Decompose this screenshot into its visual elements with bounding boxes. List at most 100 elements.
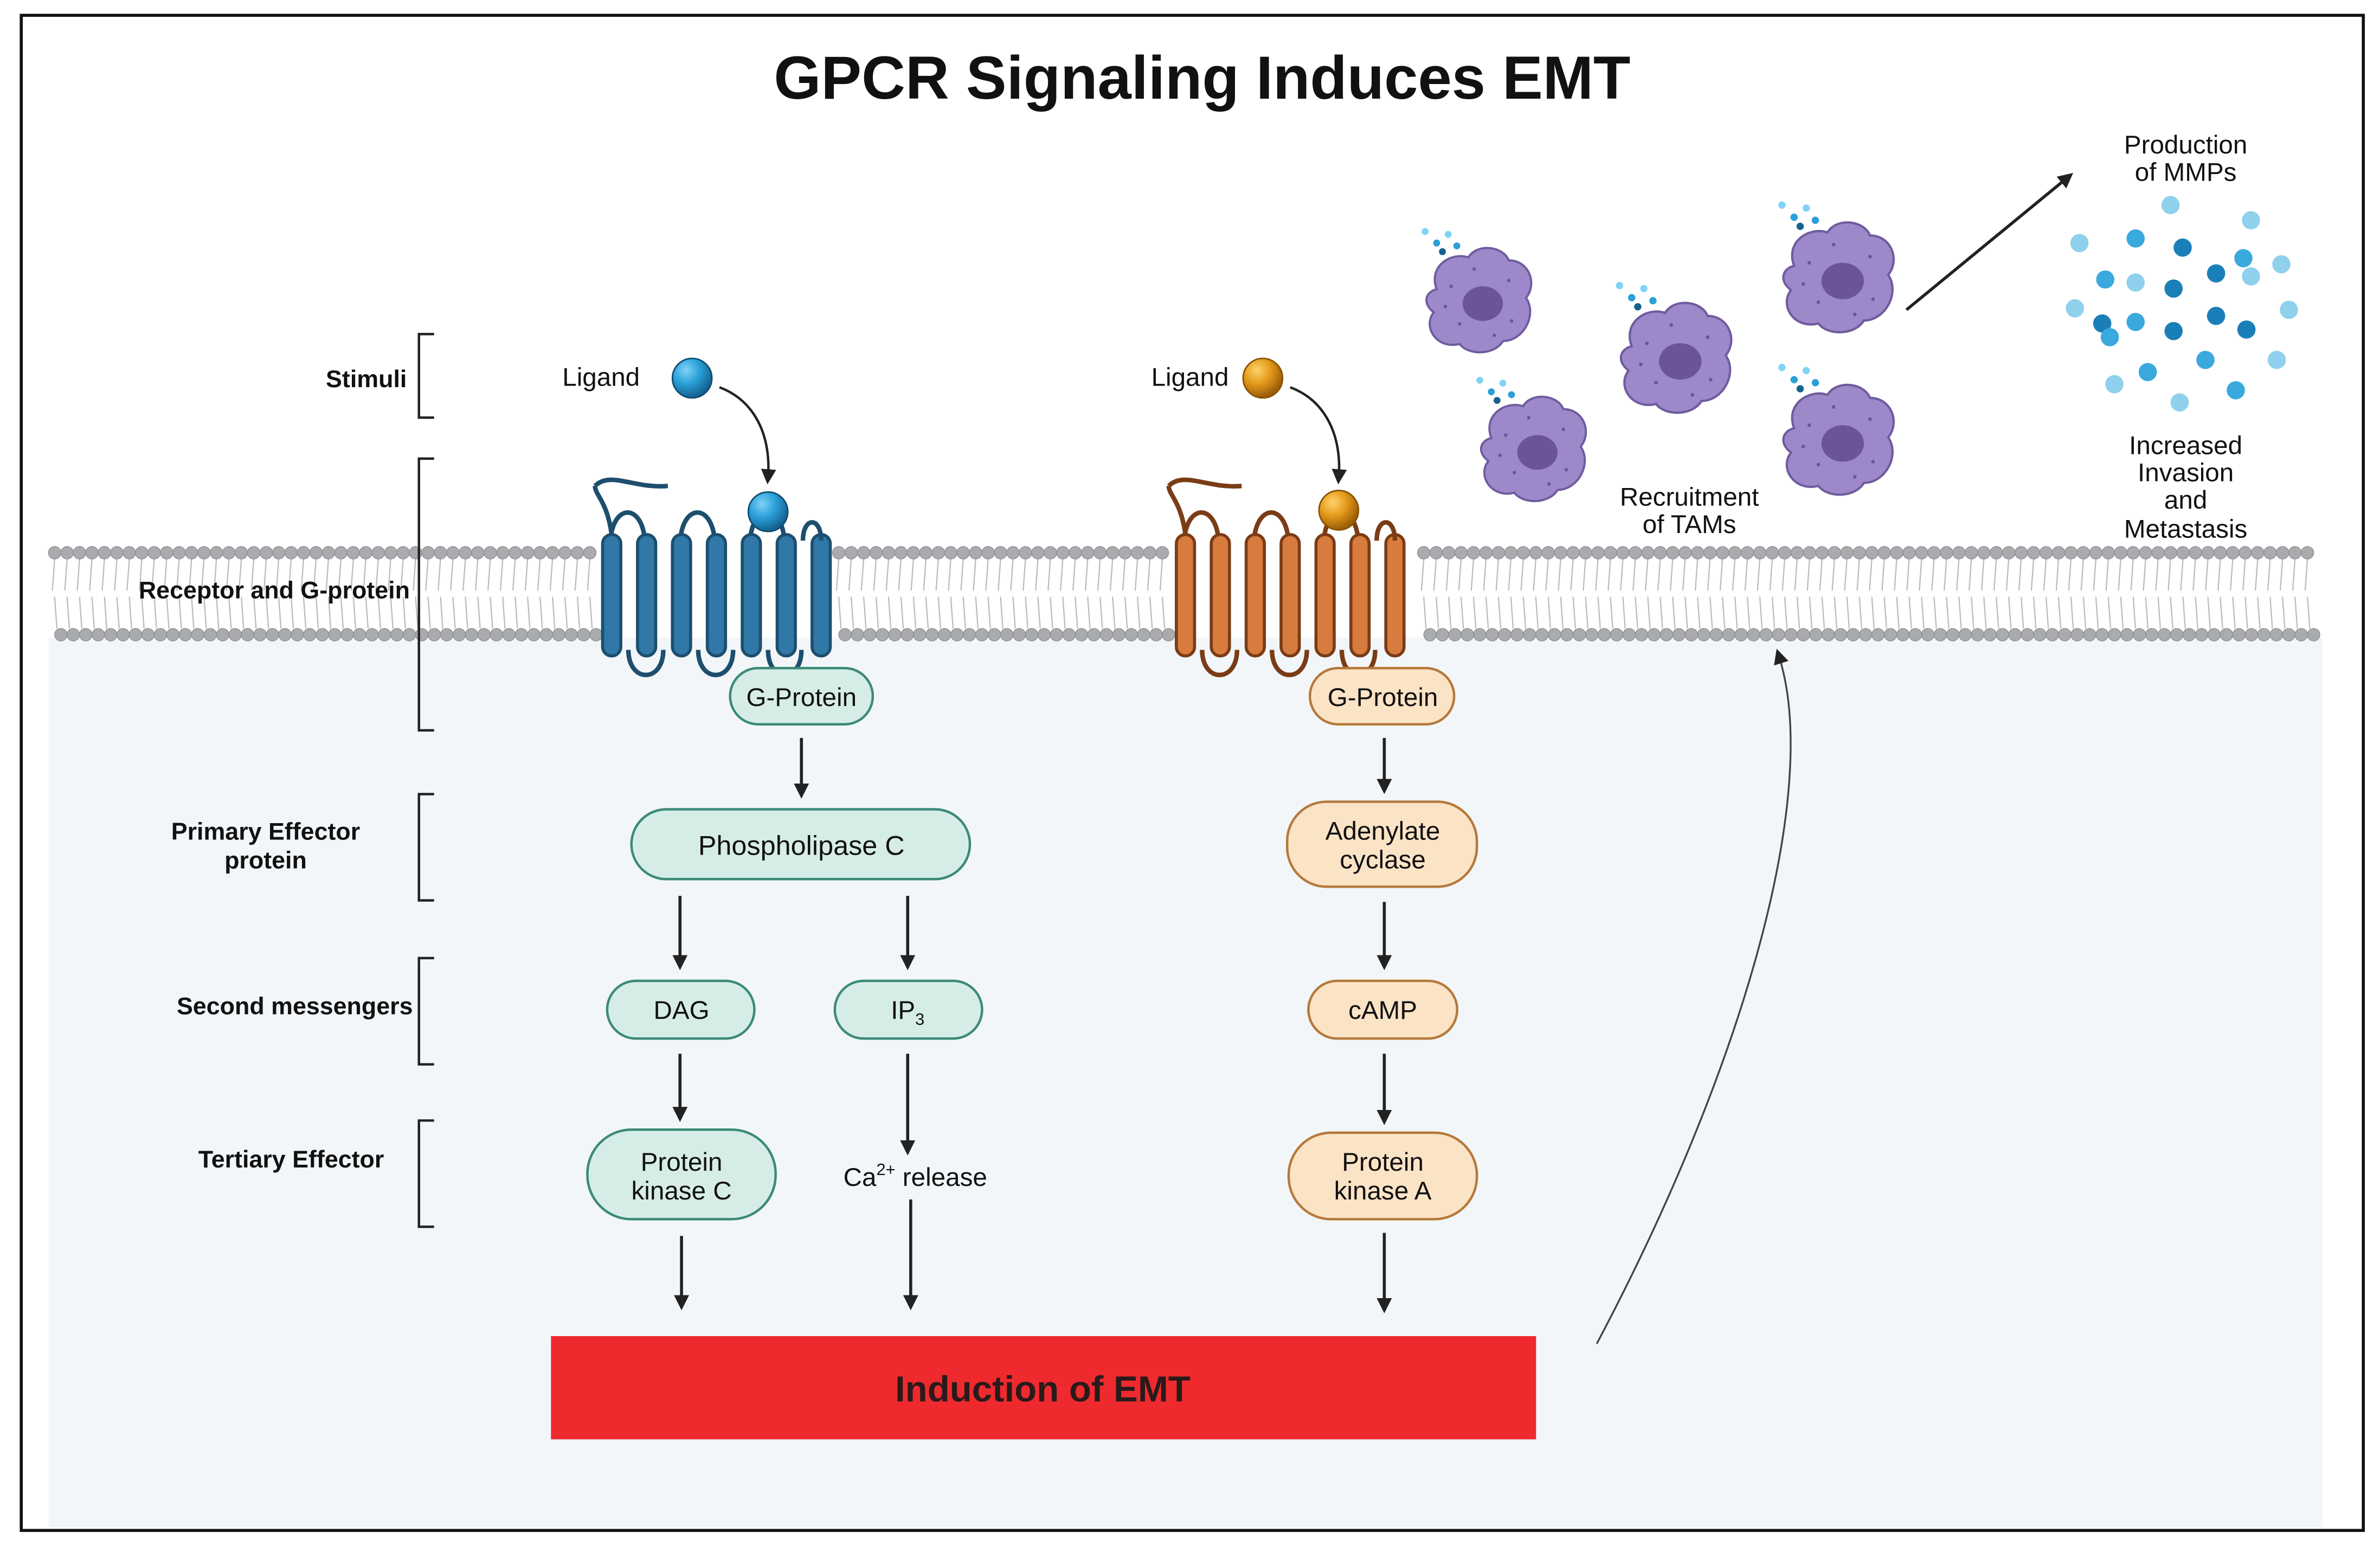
lipid-head — [539, 628, 553, 641]
lipid-tail — [263, 559, 267, 591]
lipid-tail — [973, 559, 976, 591]
lipid-tail — [153, 596, 157, 629]
lipid-tail — [1597, 596, 1601, 629]
lipid-tail — [537, 559, 541, 591]
mmp-particles — [2066, 196, 2298, 412]
lipid-tail — [76, 559, 80, 591]
secreted-particle — [1453, 242, 1461, 249]
lipid-head — [67, 628, 80, 641]
lipid-tail — [139, 559, 143, 591]
lipid-tail — [1124, 596, 1128, 629]
row-label-primary-line2: protein — [224, 847, 307, 874]
left-tm-helix-1 — [601, 532, 622, 658]
lipid-tail — [413, 559, 416, 591]
left-tm-helix-2 — [636, 532, 658, 658]
lipid-tail — [1784, 596, 1788, 629]
lipid-head — [1940, 546, 1953, 560]
lipid-tail — [2304, 559, 2308, 591]
lipid-head — [1093, 546, 1107, 560]
lipid-head — [589, 628, 603, 641]
lipid-tail — [327, 596, 332, 629]
macrophage-granule — [1493, 333, 1496, 337]
lipid-tail — [860, 559, 865, 591]
mmp-particle — [2234, 249, 2253, 267]
bracket-primary — [417, 793, 434, 902]
lipid-head — [2120, 628, 2134, 641]
lipid-head — [123, 546, 136, 560]
lipid-head — [2139, 546, 2152, 560]
lipid-tail — [514, 596, 518, 629]
lipid-tail — [2080, 559, 2085, 591]
lipid-tail — [2155, 559, 2159, 591]
macrophage-granule — [1871, 459, 1875, 464]
macrophage-granule — [1449, 284, 1453, 288]
calcium-release-text: release — [896, 1163, 987, 1192]
lipid-head — [2151, 546, 2165, 560]
lipid-head — [1629, 546, 1642, 560]
lipid-tail — [1620, 559, 1624, 591]
lipid-tail — [1956, 559, 1960, 591]
macrophage-granule — [1871, 297, 1875, 301]
lipid-head — [1087, 628, 1101, 641]
secreted-particle — [1433, 239, 1440, 247]
lipid-tail — [1894, 559, 1897, 591]
macrophage-granule — [1852, 312, 1857, 317]
lipid-tail — [1834, 596, 1838, 629]
lipid-head — [48, 546, 61, 560]
lipid-tail — [1996, 596, 1999, 629]
lipid-head — [1473, 628, 1487, 641]
lipid-tail — [539, 596, 543, 629]
lipid-tail — [375, 559, 379, 591]
lipid-head — [2201, 546, 2215, 560]
lipid-head — [1081, 546, 1095, 560]
lipid-tail — [213, 559, 217, 591]
lipid-tail — [116, 596, 120, 629]
lipid-head — [2239, 546, 2252, 560]
lipid-tail — [440, 596, 443, 629]
lipid-head — [253, 628, 267, 641]
lipid-head — [2064, 546, 2078, 560]
lipid-head — [913, 628, 927, 641]
lipid-tail — [1025, 596, 1028, 629]
lipid-head — [1734, 628, 1748, 641]
mmp-particle — [2126, 273, 2145, 292]
lipid-tail — [1547, 596, 1552, 629]
lipid-tail — [1672, 596, 1676, 629]
lipid-head — [104, 628, 118, 641]
lipid-tail — [551, 596, 556, 629]
lipid-head — [1753, 546, 1767, 560]
right-receptor-tail — [1167, 477, 1242, 489]
lipid-tail — [2307, 596, 2311, 629]
lipid-tail — [1794, 559, 1798, 591]
lipid-head — [1162, 628, 1175, 641]
lipid-tail — [265, 596, 269, 629]
secreted-particle — [1778, 364, 1786, 371]
lipid-head — [1560, 628, 1574, 641]
lipid-head — [1784, 628, 1798, 641]
tam-macrophage — [1421, 228, 1533, 354]
lipid-tail — [2118, 559, 2121, 591]
lipid-head — [1697, 628, 1710, 641]
lipid-tail — [191, 596, 195, 629]
lipid-head — [925, 628, 939, 641]
lipid-tail — [1871, 596, 1875, 629]
lipid-tail — [2207, 596, 2211, 629]
lipid-head — [490, 628, 503, 641]
lipid-head — [533, 546, 547, 560]
macrophage-granule — [1807, 423, 1811, 427]
lipid-tail — [2292, 559, 2296, 591]
lipid-tail — [2244, 596, 2248, 629]
mmp-particle — [2100, 328, 2119, 346]
macrophage-nucleus — [1821, 425, 1864, 462]
lipid-tail — [1607, 559, 1611, 591]
lipid-head — [1504, 546, 1518, 560]
right-bound-ligand — [1318, 490, 1360, 531]
lipid-tail — [2279, 559, 2283, 591]
lipid-head — [427, 628, 441, 641]
lipid-head — [353, 628, 366, 641]
lipid-tail — [462, 559, 466, 591]
lipid-head — [477, 628, 491, 641]
secreted-particle — [1802, 204, 1810, 212]
bracket-receptor — [417, 457, 434, 732]
lipid-tail — [1771, 596, 1776, 629]
